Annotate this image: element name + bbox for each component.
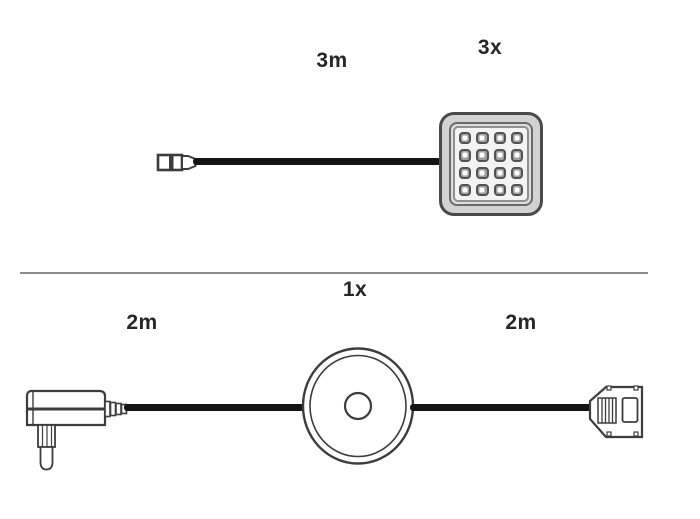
bottom-quantity-label: 1x [342,278,368,301]
led-chip [476,149,489,162]
power-cable-left [124,404,306,411]
led-chip [476,132,489,145]
power-plug-icon [25,389,128,471]
bottom-right-cable-length-label: 2m [505,311,537,334]
led-spot-light-icon [439,112,543,216]
led-chip [476,166,489,179]
led-chip [510,166,523,179]
top-cable-length-label: 3m [316,49,348,72]
power-cable-right [410,404,594,411]
top-quantity-label: 3x [477,36,503,59]
led-chip [459,183,472,196]
led-chip [510,132,523,145]
distributor-connector-icon [588,385,644,439]
led-panel-face [453,126,529,202]
led-chip [493,183,506,196]
led-chip [493,166,506,179]
led-spot-cable [193,158,441,165]
led-chip [459,166,472,179]
bottom-left-cable-length-label: 2m [126,311,158,334]
led-chip [459,132,472,145]
mini-plug-connector-icon [156,153,197,172]
led-panel-frame [449,122,533,206]
section-divider [20,272,648,274]
led-grid [459,132,523,196]
led-chip [510,149,523,162]
led-chip [459,149,472,162]
led-chip [510,183,523,196]
led-chip [493,132,506,145]
led-chip [476,183,489,196]
transformer-puck-icon [301,347,415,465]
led-chip [493,149,506,162]
